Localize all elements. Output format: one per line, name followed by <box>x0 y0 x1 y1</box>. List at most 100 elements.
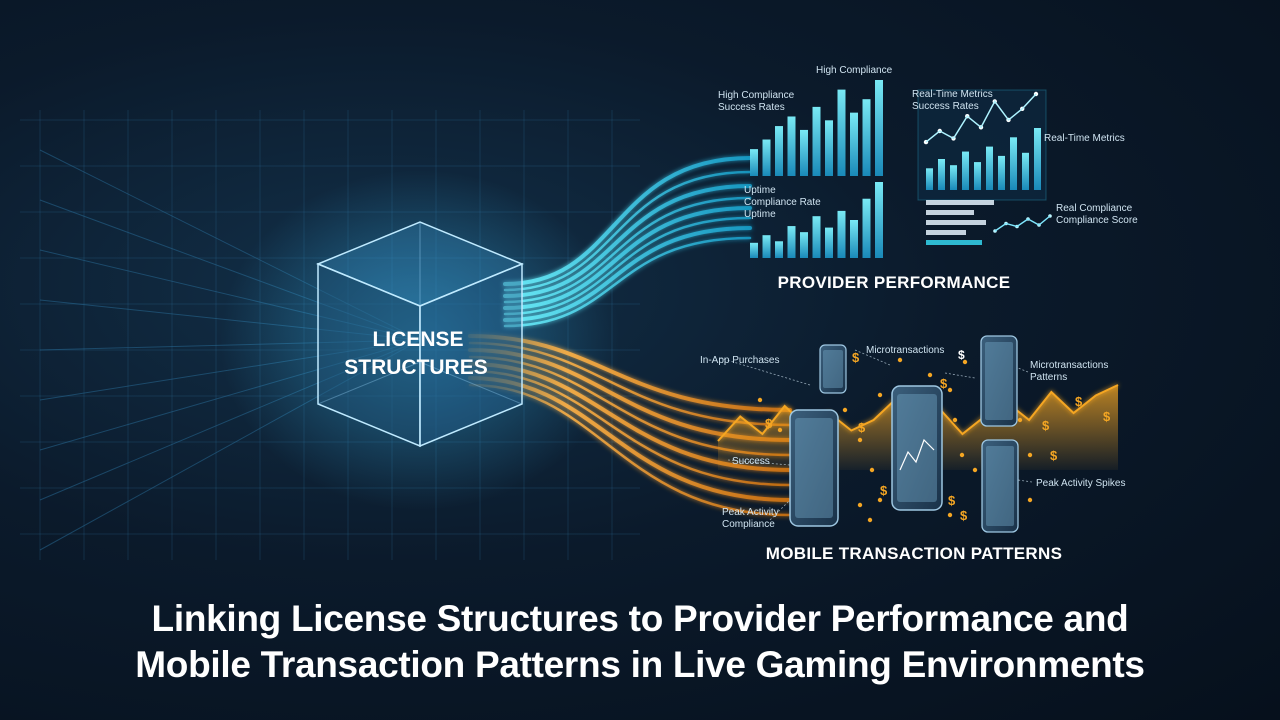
dollar-icon: $ <box>765 416 773 431</box>
connector-dot <box>777 427 783 433</box>
phones-group <box>789 335 1019 533</box>
dollar-icon: $ <box>1103 409 1111 424</box>
horizontal-bar <box>926 200 994 205</box>
label-microtransactions: Microtransactions <box>866 345 944 356</box>
bar <box>762 139 771 176</box>
connector-dot <box>757 397 763 403</box>
label-high-compliance: High Compliance <box>816 65 893 76</box>
bar <box>862 99 871 176</box>
bar <box>950 165 957 190</box>
bar-chart-top <box>750 80 883 176</box>
dollar-icon: $ <box>940 376 948 391</box>
connector-dot <box>877 392 883 398</box>
dollar-icon: $ <box>858 420 866 435</box>
label-peak-compliance-2: Compliance <box>722 519 775 530</box>
label-uptime-2: Compliance Rate <box>744 197 821 208</box>
cyan-stream <box>503 216 752 316</box>
connector-dot <box>897 357 903 363</box>
label-peak-activity-spikes: Peak Activity Spikes <box>1036 478 1125 489</box>
bar <box>775 241 783 258</box>
orange-stream <box>468 376 792 502</box>
leader-line <box>769 499 791 521</box>
dollar-icon: $ <box>1050 448 1058 463</box>
horizontal-bar <box>926 220 986 225</box>
cube-inner-edge <box>317 361 421 405</box>
bar <box>962 151 969 190</box>
label-in-app-purchases: In-App Purchases <box>700 355 780 366</box>
bar <box>812 216 821 258</box>
connector-dot <box>867 517 873 523</box>
connector-dot <box>842 407 848 413</box>
horizontal-bar <box>926 240 982 245</box>
dollar-icon: $ <box>1042 418 1050 433</box>
label-peak-compliance-1: Peak Activity <box>722 507 779 518</box>
cyan-stream <box>503 196 752 304</box>
bar-chart-bottom <box>750 182 883 258</box>
line-chart-bottom <box>994 215 1051 232</box>
bar <box>875 182 883 258</box>
phone-icon <box>789 409 839 527</box>
dollar-icon: $ <box>960 508 968 523</box>
dollar-icons: $$$$$$$$$$$$ <box>765 348 1111 523</box>
bar <box>750 242 758 258</box>
bar <box>862 198 871 258</box>
dollar-icon: $ <box>958 348 965 362</box>
bar <box>837 210 846 258</box>
label-realtime-success-2: Success Rates <box>912 101 979 112</box>
bar <box>998 155 1005 190</box>
leader-line <box>944 372 976 379</box>
connector-dot <box>877 497 883 503</box>
cyan-stream <box>503 170 752 292</box>
bar <box>800 129 808 176</box>
mobile-transaction-panel: $$$$$$$$$$$$ In-App Purchases Microtrans… <box>700 335 1125 563</box>
connector-dot <box>962 359 968 365</box>
dollar-icon: $ <box>948 493 956 508</box>
cube-label-line1: LICENSE <box>372 328 463 351</box>
horizontal-bars <box>926 200 1052 245</box>
bar <box>1034 128 1041 190</box>
orange-stream <box>468 369 792 487</box>
orange-stream <box>468 383 792 517</box>
label-micro-patterns-2: Patterns <box>1030 372 1067 383</box>
connector-dot <box>857 437 863 443</box>
bar <box>926 168 933 190</box>
cyan-stream <box>503 206 752 310</box>
bar <box>787 116 796 176</box>
phone-icon <box>981 439 1019 533</box>
phone-icon <box>819 344 847 394</box>
horizontal-bar <box>926 230 966 235</box>
main-title-line1: Linking License Structures to Provider P… <box>151 598 1129 639</box>
connector-dot <box>927 372 933 378</box>
bar <box>938 159 945 190</box>
main-title-line2: Mobile Transaction Patterns in Live Gami… <box>135 644 1145 685</box>
bar <box>1022 152 1029 190</box>
label-realtime-metrics: Real-Time Metrics <box>1044 133 1125 144</box>
cube-label-line2: STRUCTURES <box>344 356 488 379</box>
connector-dot <box>1017 417 1023 423</box>
label-real-compliance-1: Real Compliance <box>1056 203 1133 214</box>
label-high-compliance-success-2: Success Rates <box>718 102 785 113</box>
connector-dot <box>1027 497 1033 503</box>
horizontal-bar <box>926 210 974 215</box>
bar <box>986 146 993 190</box>
bar <box>825 120 833 176</box>
orange-stream <box>468 334 792 412</box>
line-chart-mid <box>925 93 1037 143</box>
cyan-stream <box>503 156 752 286</box>
bar <box>837 89 846 176</box>
label-uptime-1: Uptime <box>744 185 776 196</box>
connector-dot <box>1027 452 1033 458</box>
bar <box>875 80 883 176</box>
bar <box>812 106 821 176</box>
dollar-icon: $ <box>880 483 888 498</box>
bar <box>800 232 808 258</box>
connector-dot <box>952 417 958 423</box>
phone-icon <box>980 335 1018 427</box>
connector-dot <box>959 452 965 458</box>
cyan-stream <box>503 184 752 298</box>
mobile-transaction-heading: MOBILE TRANSACTION PATTERNS <box>766 544 1062 563</box>
dollar-icon: $ <box>1075 394 1083 409</box>
bar <box>850 112 858 176</box>
bar <box>750 149 758 176</box>
label-success: Success <box>732 456 770 467</box>
